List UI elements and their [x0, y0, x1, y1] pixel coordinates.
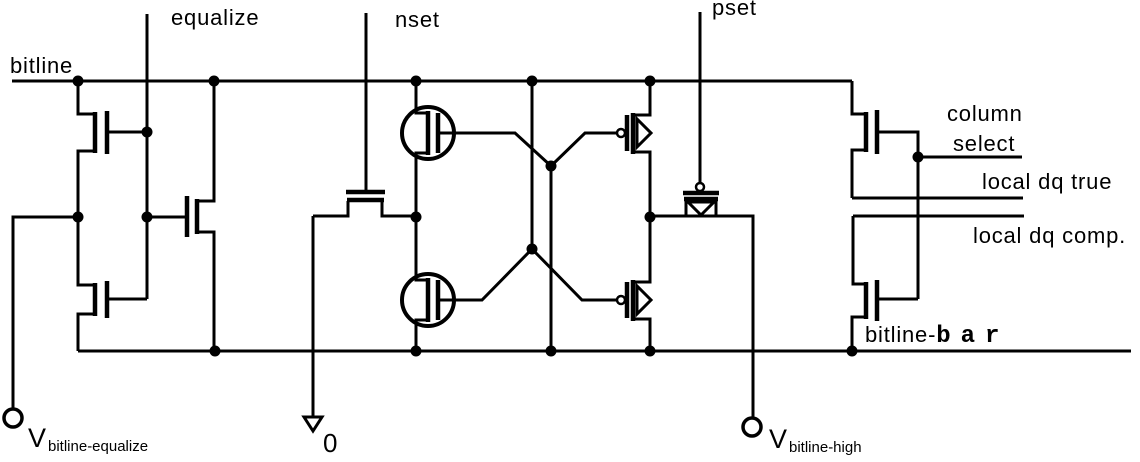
- gate-bubble-icon: [615, 127, 627, 139]
- column-select-pass-nmos-top: [850, 81, 920, 299]
- column-select-label-line1: column: [947, 101, 1023, 126]
- ground-arrow-icon: [301, 415, 325, 434]
- cross-coupled-pmos-top: [549, 81, 654, 217]
- equalize-label: equalize: [171, 5, 259, 30]
- net-labels: bitline equalize nset pset column select…: [10, 0, 1126, 350]
- gate-bubble-icon: [615, 294, 627, 306]
- equalize-precharge-nmos-bottom: [76, 217, 147, 351]
- cross-coupled-pmos-bottom: [530, 217, 654, 351]
- nset-pulldown-nmos: [313, 189, 416, 218]
- pmos-arrow-icon: [684, 200, 718, 218]
- gate-bubble-icon: [694, 181, 706, 193]
- pset-label: pset: [712, 0, 757, 20]
- pmos-arrow-icon: [635, 282, 654, 318]
- gate-lead: [877, 130, 920, 299]
- cross-coupled-nmos-bottom: [400, 217, 534, 351]
- v-bitline-equalize-subscript: bitline-equalize: [48, 438, 148, 455]
- terminal-v-bitline-equalize: [2, 407, 24, 429]
- v-high-feed-wire: [650, 214, 755, 418]
- ground-zero-label: 0: [323, 428, 337, 458]
- pmos-arrow-icon: [635, 115, 654, 151]
- column-select-pass-nmos-bottom: [850, 216, 918, 351]
- nset-label: nset: [395, 7, 440, 32]
- local-dq-true-label: local dq true: [982, 169, 1112, 194]
- bitline-label: bitline: [10, 53, 73, 78]
- cross-coupled-nmos-top: [400, 81, 553, 217]
- gate-cross-lead: [549, 131, 617, 168]
- v-bitline-high-subscript: bitline-high: [789, 439, 862, 456]
- pset-pullup-pmos: [683, 181, 719, 218]
- gate-cross-lead: [438, 247, 534, 302]
- terminal-labels: V bitline-equalize 0 V bitline-high: [28, 423, 862, 458]
- bitline-bar-label: bitline-bar: [865, 322, 1009, 350]
- junction-dots: [72, 75, 924, 357]
- terminal-circle-icon: [2, 407, 24, 429]
- column-select-label-line2: select: [953, 131, 1015, 156]
- gate-cross-lead: [438, 131, 553, 168]
- wires: [11, 12, 1131, 418]
- equalize-shorting-nmos: [147, 81, 216, 351]
- equalize-precharge-nmos-top: [76, 81, 147, 217]
- v-equalize-feed-wire: [11, 215, 78, 409]
- ground-terminal: [301, 415, 325, 434]
- terminal-v-bitline-high: [741, 416, 763, 438]
- v-bitline-equalize-label: V: [28, 423, 46, 453]
- terminal-circle-icon: [741, 416, 763, 438]
- local-dq-comp-label: local dq comp.: [973, 223, 1126, 248]
- gate-cross-lead: [530, 247, 617, 302]
- v-bitline-high-label: V: [769, 424, 787, 454]
